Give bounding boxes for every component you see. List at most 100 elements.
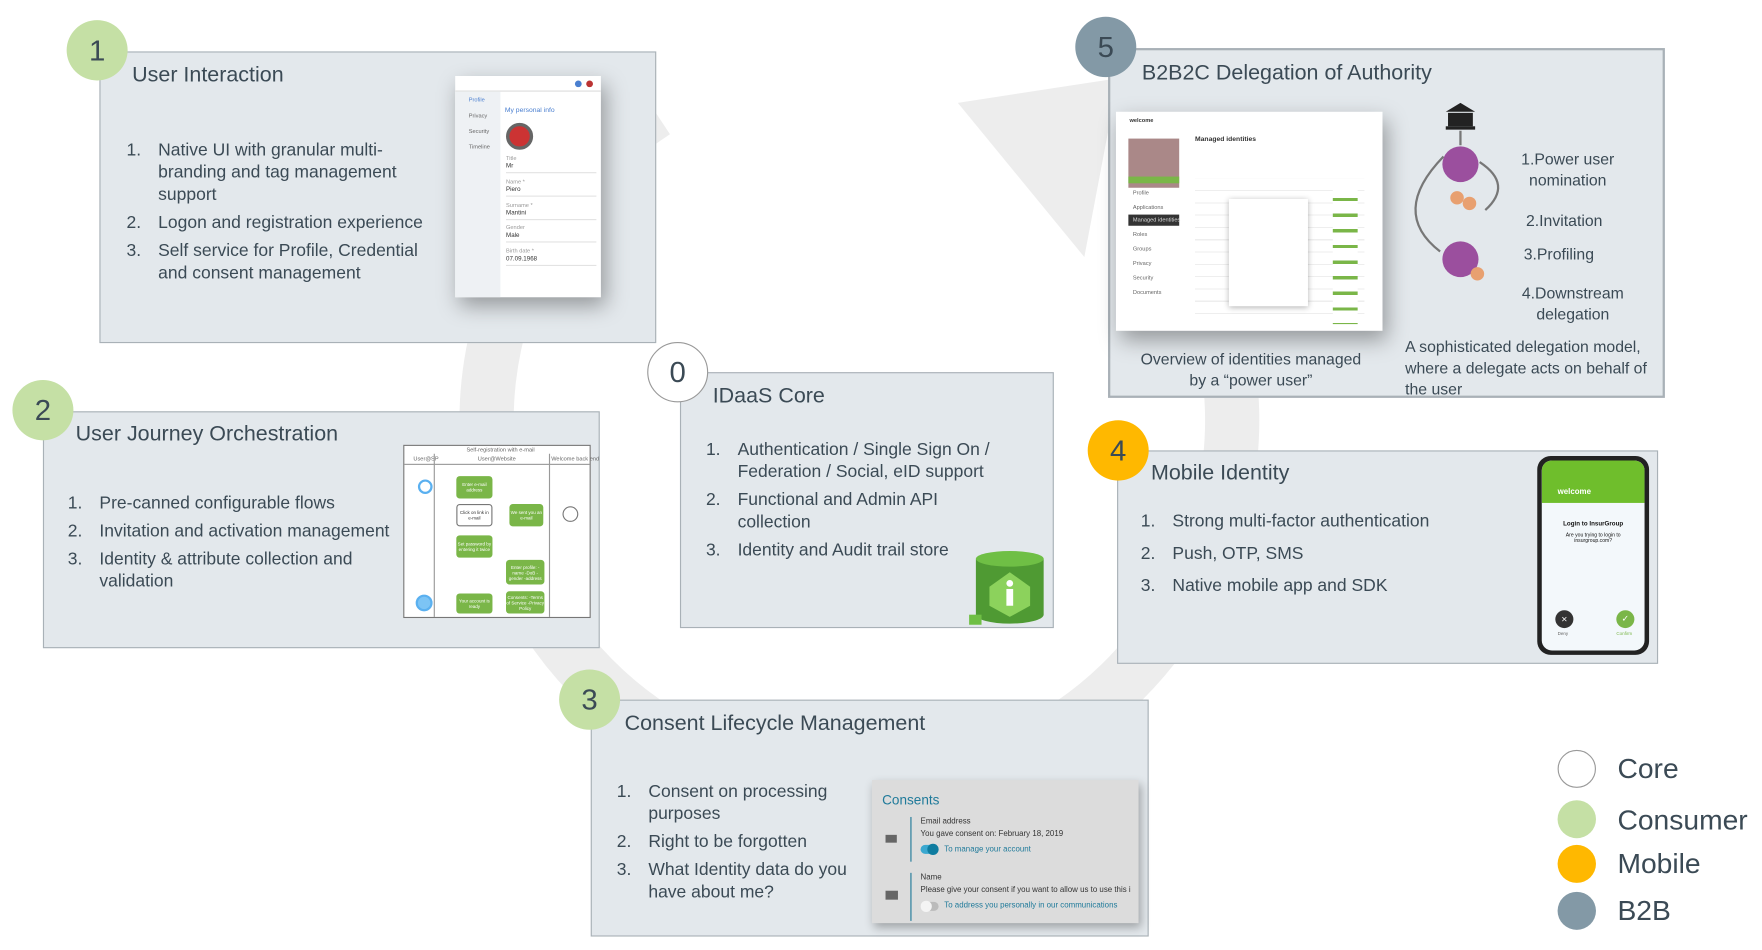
list-item: 2.Right to be forgotten: [616, 832, 807, 852]
avatar: [506, 122, 534, 150]
list-item: 2.Functional and Admin API collection: [705, 490, 939, 532]
flow-step: Enter profile: -name -DoB -gender -addre…: [506, 559, 545, 585]
menu-item: Applications: [1132, 204, 1164, 212]
consents-title: Consents: [882, 792, 940, 809]
flow-step: Click on link in e-mail: [456, 504, 493, 527]
menu-item: Documents: [1132, 289, 1162, 297]
feature-list: 1.Strong multi-factor authentication 2.P…: [1141, 509, 1457, 606]
id-card-icon: [885, 890, 898, 900]
database-icon: [969, 550, 1044, 625]
flow-step: Set password by entering it twice: [456, 535, 493, 558]
field-value-birth-date: 07.09.1968: [506, 256, 597, 266]
legend-mobile-dot: [1557, 844, 1596, 883]
field-label-birth-date: Birth date *: [506, 248, 534, 255]
feature-list: 1.Authentication / Single Sign On / Fede…: [706, 439, 994, 568]
list-item: 1.Native UI with granular multi-branding…: [126, 140, 397, 205]
confirm-label: Confirm: [1616, 630, 1633, 636]
consent-toggle-email[interactable]: [920, 843, 939, 855]
lane-label: Welcome back end: [551, 455, 600, 463]
field-label-name: Name *: [506, 178, 525, 186]
section-title: User Journey Orchestration: [75, 422, 339, 446]
field-label-surname: Surname *: [506, 202, 533, 209]
badge-4: 4: [1087, 420, 1149, 481]
list-item: 1.Pre-canned configurable flows: [67, 493, 335, 513]
consents-panel: Consents Email address You gave consent …: [871, 780, 1139, 924]
end-event-icon: [415, 594, 433, 612]
flow-step: Consents: -Terms of Service -Privacy Pol…: [506, 591, 545, 614]
list-item: 3.Self service for Profile, Credential a…: [126, 241, 418, 283]
flow-step: Enter e-mail address: [456, 476, 493, 499]
avatar: [586, 80, 593, 88]
consent-purpose: To address you personally in our communi…: [944, 901, 1118, 910]
lane-label: User@Website: [477, 455, 516, 463]
menu-security: Security: [468, 128, 490, 136]
deny-button[interactable]: ×: [1555, 610, 1574, 629]
delegate-icon: [1442, 241, 1479, 278]
diagram-title: Self-registration with e-mail: [466, 447, 535, 454]
managed-identities-screenshot: welcome Profile Applications Managed ide…: [1115, 111, 1383, 331]
badge-3: 3: [559, 669, 621, 730]
menu-item: Security: [1132, 274, 1154, 282]
brand-logo: welcome: [1557, 488, 1591, 497]
consent-label: Email address: [920, 818, 971, 826]
legend-b2b-dot: [1557, 891, 1596, 930]
menu-item: Profile: [1132, 189, 1149, 197]
step-downstream: 4.Downstream delegation: [1521, 283, 1624, 323]
badge-1: 1: [66, 20, 128, 81]
section-title: User Interaction: [132, 63, 284, 88]
menu-item: Privacy: [1132, 260, 1152, 268]
brand-logo: welcome: [1129, 117, 1154, 125]
caption-delegation: A sophisticated delegation model, where …: [1405, 337, 1647, 398]
legend-core-dot: [1557, 749, 1596, 788]
caption-overview: Overview of identities managed by a “pow…: [1140, 349, 1362, 389]
field-value-title: Mr: [506, 163, 597, 174]
legend-b2b-label: B2B: [1617, 895, 1671, 927]
start-event-icon: [417, 479, 433, 494]
legend-consumer-label: Consumer: [1617, 804, 1748, 836]
delegation-flow-graphic: [1414, 102, 1500, 281]
section-title: Consent Lifecycle Management: [624, 711, 926, 736]
flow-step: Your account is ready: [456, 593, 493, 614]
power-user-icon: [1442, 146, 1479, 183]
menu-profile: Profile: [468, 97, 485, 104]
list-item: 3.Identity and Audit trail store: [705, 540, 949, 560]
consent-desc: You gave consent on: February 18, 2019: [920, 830, 1064, 839]
field-value-surname: Mantini: [506, 210, 597, 221]
menu-item: Groups: [1132, 245, 1152, 253]
feature-list: 1.Native UI with granular multi-branding…: [127, 140, 426, 291]
menu-timeline: Timeline: [468, 144, 490, 151]
section-title: Mobile Identity: [1150, 461, 1290, 486]
menu-item: Managed identities: [1132, 216, 1181, 224]
legend-core-label: Core: [1617, 753, 1679, 785]
profile-screenshot: Profile Privacy Security Timeline My per…: [455, 75, 601, 298]
message-event-icon: [562, 506, 579, 522]
section-title: B2B2C Delegation of Authority: [1141, 61, 1432, 85]
feature-list: 1.Pre-canned configurable flows 2.Invita…: [68, 493, 390, 599]
field-label-gender: Gender: [506, 224, 525, 232]
step-nomination: 1.Power user nomination: [1521, 149, 1615, 189]
badge-5: 5: [1075, 16, 1137, 78]
list-item: 3.Native mobile app and SDK: [1140, 576, 1388, 596]
consent-purpose: To manage your account: [944, 846, 1031, 854]
flow-step: We sent you an e-mail: [509, 504, 544, 527]
list-item: 1.Strong multi-factor authentication: [1140, 511, 1430, 531]
phone-mockup: welcome Login to InsurGroup Are you tryi…: [1537, 455, 1650, 655]
list-item: 3.What Identity data do you have about m…: [616, 860, 847, 902]
badge-2: 2: [12, 379, 74, 441]
step-profiling: 3.Profiling: [1523, 244, 1595, 263]
field-value-name: Piero: [506, 187, 597, 197]
language-icon: [574, 80, 582, 88]
list-item: 3.Identity & attribute collection and va…: [67, 549, 353, 592]
list-item: 2.Push, OTP, SMS: [1140, 544, 1304, 564]
step-invitation: 2.Invitation: [1525, 211, 1603, 230]
menu-item: Roles: [1132, 231, 1148, 239]
flow-diagram: Self-registration with e-mail User@SP Us…: [403, 444, 599, 619]
mail-icon: [885, 834, 897, 843]
login-heading: Login to InsurGroup: [1563, 520, 1624, 528]
lane-label: User@SP: [413, 455, 439, 463]
list-item: 2.Invitation and activation management: [67, 521, 390, 541]
confirm-button[interactable]: ✓: [1616, 610, 1635, 629]
screen-heading: My personal info: [504, 107, 555, 114]
consent-toggle-name[interactable]: [920, 900, 939, 912]
screen-heading: Managed identities: [1195, 136, 1257, 144]
